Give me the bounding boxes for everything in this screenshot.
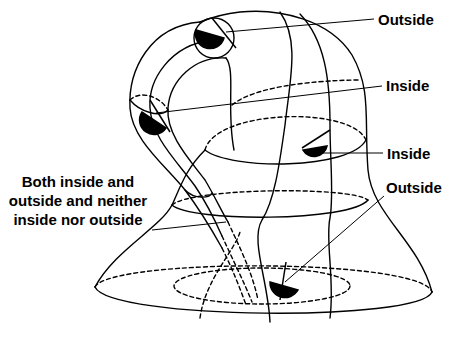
bottom-rim — [95, 287, 432, 313]
leader-line — [322, 153, 383, 154]
neck-inner-hidden — [228, 222, 258, 300]
marker-normal — [302, 130, 330, 148]
meridian — [300, 14, 332, 318]
middle-ring — [205, 140, 366, 164]
neck-outer-hidden — [222, 248, 246, 305]
leader-line — [156, 86, 382, 113]
body-right-edge — [200, 11, 432, 292]
surface-marker — [140, 112, 166, 134]
leader-line — [226, 19, 374, 32]
callout-note: Both inside and outside and neither insi… — [8, 172, 148, 229]
surface-marker — [270, 282, 298, 298]
meridian — [258, 12, 292, 322]
neck-outer — [130, 22, 222, 248]
marker-normal — [280, 262, 286, 300]
tube-ring — [185, 190, 212, 197]
region-label: Inside — [386, 76, 429, 95]
surface-marker — [195, 30, 224, 49]
region-label: Outside — [386, 178, 442, 197]
inner-rim — [174, 268, 350, 304]
neck-line-hidden — [222, 236, 252, 302]
surface-marker — [303, 146, 327, 156]
neck-line — [150, 40, 222, 236]
leader-line — [285, 196, 384, 282]
neck-inner — [168, 58, 228, 222]
marker-normal — [150, 100, 170, 132]
leader-line — [152, 222, 226, 230]
region-label: Outside — [378, 10, 434, 29]
region-label: Inside — [387, 144, 430, 163]
tube-ring-back — [130, 95, 168, 110]
marker-normal — [212, 18, 236, 48]
